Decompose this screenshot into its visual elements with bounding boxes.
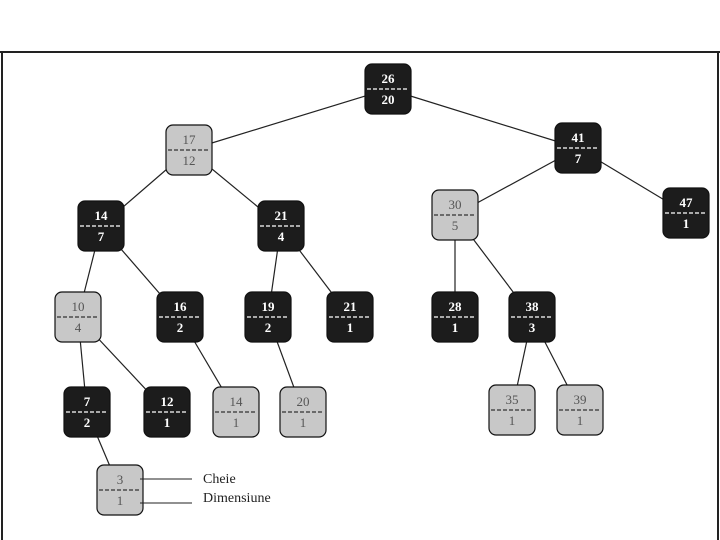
- node-key: 39: [574, 392, 587, 407]
- red-node: 104: [54, 291, 102, 343]
- node-size: 7: [98, 229, 105, 244]
- node-size: 4: [278, 229, 285, 244]
- black-node: 281: [431, 291, 479, 343]
- black-node: 417: [554, 122, 602, 174]
- node-key: 28: [449, 299, 463, 314]
- red-node: 31: [96, 464, 144, 516]
- node-size: 1: [233, 415, 240, 430]
- black-node: 192: [244, 291, 292, 343]
- node-size: 7: [575, 151, 582, 166]
- node-size: 1: [347, 320, 354, 335]
- node-size: 1: [300, 415, 307, 430]
- red-node: 305: [431, 189, 479, 241]
- node-key: 12: [161, 394, 174, 409]
- node-key: 47: [680, 195, 694, 210]
- node-key: 41: [572, 130, 585, 145]
- node-key: 17: [183, 132, 197, 147]
- node-key: 16: [174, 299, 188, 314]
- tree-edge: [387, 88, 579, 149]
- node-key: 35: [506, 392, 519, 407]
- node-size: 12: [183, 153, 196, 168]
- black-node: 121: [143, 386, 191, 438]
- red-node: 351: [488, 384, 536, 436]
- node-key: 14: [95, 208, 109, 223]
- legend: Cheie Dimensiune: [140, 472, 271, 506]
- node-key: 3: [117, 472, 124, 487]
- node-key: 21: [275, 208, 288, 223]
- black-node: 211: [326, 291, 374, 343]
- node-key: 19: [262, 299, 276, 314]
- node-size: 1: [577, 413, 584, 428]
- black-node: 471: [662, 187, 710, 239]
- node-size: 1: [452, 320, 459, 335]
- black-node: 147: [77, 200, 125, 252]
- node-key: 14: [230, 394, 244, 409]
- node-size: 3: [529, 320, 536, 335]
- node-key: 30: [449, 197, 462, 212]
- red-node: 141: [212, 386, 260, 438]
- tree-edge: [188, 88, 389, 151]
- node-size: 4: [75, 320, 82, 335]
- node-size: 1: [117, 493, 124, 508]
- red-node: 201: [279, 386, 327, 438]
- node-size: 2: [177, 320, 184, 335]
- legend-size-label: Dimensiune: [203, 491, 271, 506]
- node-key: 21: [344, 299, 357, 314]
- node-key: 26: [382, 71, 396, 86]
- node-size: 5: [452, 218, 459, 233]
- node-size: 1: [683, 216, 690, 231]
- node-key: 38: [526, 299, 540, 314]
- legend-key-label: Cheie: [203, 472, 236, 487]
- node-size: 2: [265, 320, 272, 335]
- node-key: 7: [84, 394, 91, 409]
- black-node: 72: [63, 386, 111, 438]
- node-key: 10: [72, 299, 85, 314]
- black-node: 383: [508, 291, 556, 343]
- node-key: 20: [297, 394, 310, 409]
- node-size: 1: [509, 413, 516, 428]
- tree-nodes: 2620171241714721430547110416219221128138…: [54, 63, 710, 516]
- node-size: 20: [382, 92, 395, 107]
- red-node: 391: [556, 384, 604, 436]
- node-size: 1: [164, 415, 171, 430]
- black-node: 162: [156, 291, 204, 343]
- black-node: 214: [257, 200, 305, 252]
- node-size: 2: [84, 415, 91, 430]
